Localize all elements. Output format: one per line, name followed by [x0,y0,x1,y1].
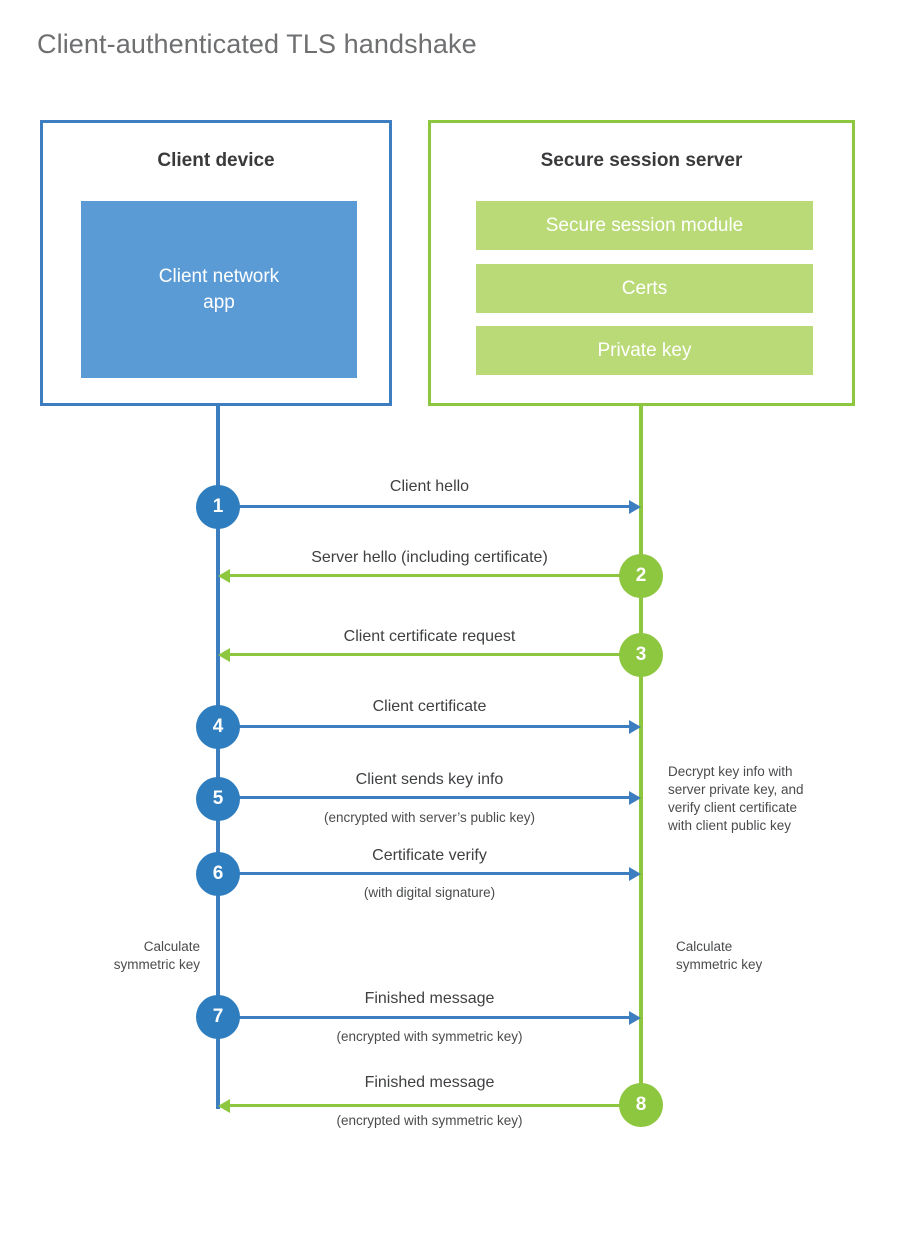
arrow-head-icon [629,790,641,805]
step-4-label: Client certificate [372,698,487,715]
server-module-certs: Certs [476,264,813,313]
step-6-label: Certificate verify [372,847,487,864]
step-marker-8: 8 [619,1083,663,1127]
step-marker-3: 3 [619,633,663,677]
step-1-label: Client hello [389,478,470,495]
step-5-label: Client sends key info [355,771,504,788]
step-7-sublabel: (encrypted with symmetric key) [336,1029,523,1044]
step-marker-1: 1 [196,485,240,529]
secure-session-server-box: Secure session server Secure session mod… [428,120,855,406]
step-8-arrow [218,1098,641,1113]
step-8-sublabel: (encrypted with symmetric key) [336,1113,523,1128]
step-marker-4: 4 [196,705,240,749]
server-lifeline [639,403,643,1107]
step-4-arrow [218,719,641,734]
arrow-head-icon [629,499,641,514]
arrow-head-icon [629,866,641,881]
arrow-head-icon [218,647,230,662]
server-module-private-key: Private key [476,326,813,375]
step-5-sublabel: (encrypted with server’s public key) [323,810,536,825]
step-marker-2: 2 [619,554,663,598]
secure-session-server-title: Secure session server [540,150,743,171]
step-7-arrow [218,1010,641,1025]
step-7-label: Finished message [364,990,495,1007]
step-3-label: Client certificate request [343,628,516,645]
step-marker-6: 6 [196,852,240,896]
step-marker-5: 5 [196,777,240,821]
step-1-arrow [218,499,641,514]
step-2-arrow [218,568,641,583]
step-3-arrow [218,647,641,662]
client-device-title: Client device [157,150,275,171]
step-2-label: Server hello (including certificate) [311,549,548,566]
page-title: Client-authenticated TLS handshake [37,29,477,59]
arrow-head-icon [218,1098,230,1113]
arrow-head-icon [629,719,641,734]
step-6-sublabel: (with digital signature) [363,885,496,900]
step-5-arrow [218,790,641,805]
step-marker-7: 7 [196,995,240,1039]
step-6-arrow [218,866,641,881]
arrow-head-icon [629,1010,641,1025]
client-lifeline [216,403,220,1109]
arrow-head-icon [218,568,230,583]
server-module-secure-session-module: Secure session module [476,201,813,250]
step-8-label: Finished message [364,1074,495,1091]
